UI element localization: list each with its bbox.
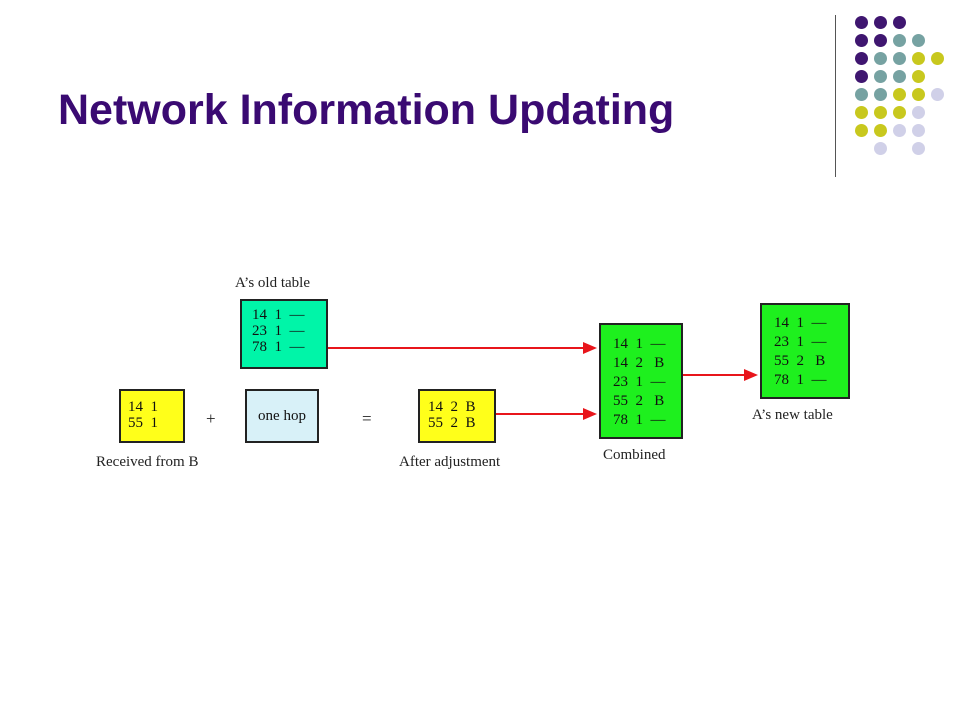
decorative-dot	[855, 52, 868, 65]
combined-table: 14 1 — 14 2 B 23 1 — 55 2 B 78 1 —	[599, 323, 683, 439]
received-table-row: 55 1	[128, 415, 158, 431]
arrow-adjusted-to-combined	[496, 408, 597, 420]
decorative-dot	[912, 52, 925, 65]
decorative-dot	[931, 52, 944, 65]
decorative-dot	[893, 34, 906, 47]
adjusted-table-row: 14 2 B	[428, 399, 476, 415]
new-table-row: 55 2 B	[774, 353, 826, 369]
new-routing-table: 14 1 — 23 1 — 55 2 B 78 1 —	[760, 303, 850, 399]
decorative-dot	[912, 70, 925, 83]
decorative-dot	[855, 106, 868, 119]
decorative-dot	[912, 142, 925, 155]
new-table-row: 14 1 —	[774, 315, 827, 331]
received-table-row: 14 1	[128, 399, 158, 415]
decorative-dot	[874, 106, 887, 119]
decorative-dot	[874, 142, 887, 155]
decorative-dot	[855, 124, 868, 137]
equals-operator: =	[362, 409, 372, 428]
title-divider	[835, 15, 836, 177]
combined-table-row: 23 1 —	[613, 374, 666, 390]
arrow-combined-to-new	[683, 369, 758, 381]
decorative-dot	[874, 34, 887, 47]
decorative-dot	[893, 16, 906, 29]
combined-table-row: 14 2 B	[613, 355, 665, 371]
decorative-dot	[893, 52, 906, 65]
arrow-old-to-combined	[328, 342, 597, 354]
combined-table-row: 78 1 —	[613, 412, 666, 428]
one-hop-box: one hop	[245, 389, 319, 443]
adjusted-table-row: 55 2 B	[428, 415, 476, 431]
decorative-dot	[874, 88, 887, 101]
decorative-dot	[874, 70, 887, 83]
old-table-row: 14 1 —	[252, 307, 305, 323]
decorative-dot	[893, 88, 906, 101]
decorative-dot	[931, 88, 944, 101]
new-table-row: 78 1 —	[774, 372, 827, 388]
old-table-row: 23 1 —	[252, 323, 305, 339]
new-table-row: 23 1 —	[774, 334, 827, 350]
decorative-dot	[855, 70, 868, 83]
decorative-dot	[855, 88, 868, 101]
decorative-dot	[874, 16, 887, 29]
plus-operator: +	[206, 409, 216, 428]
decorative-dot	[893, 70, 906, 83]
decorative-dot	[855, 16, 868, 29]
decorative-dot	[874, 52, 887, 65]
combined-table-row: 14 1 —	[613, 336, 666, 352]
decorative-dot	[893, 106, 906, 119]
received-caption: Received from B	[96, 454, 199, 470]
combined-caption: Combined	[603, 447, 666, 463]
old-table-row: 78 1 —	[252, 339, 305, 355]
received-table: 14 1 55 1	[119, 389, 185, 443]
adjusted-table: 14 2 B 55 2 B	[418, 389, 496, 443]
slide-title: Network Information Updating	[58, 86, 675, 134]
one-hop-label: one hop	[258, 408, 306, 424]
old-table-caption: A’s old table	[235, 275, 310, 291]
decorative-dot	[855, 34, 868, 47]
decorative-dot	[912, 88, 925, 101]
new-table-caption: A’s new table	[752, 407, 833, 423]
decorative-dot	[893, 124, 906, 137]
old-routing-table: 14 1 — 23 1 — 78 1 —	[240, 299, 328, 369]
adjusted-caption: After adjustment	[399, 454, 501, 470]
combined-table-row: 55 2 B	[613, 393, 665, 409]
decorative-dot	[912, 106, 925, 119]
decorative-dot	[912, 124, 925, 137]
decorative-dot	[874, 124, 887, 137]
decorative-dot	[912, 34, 925, 47]
